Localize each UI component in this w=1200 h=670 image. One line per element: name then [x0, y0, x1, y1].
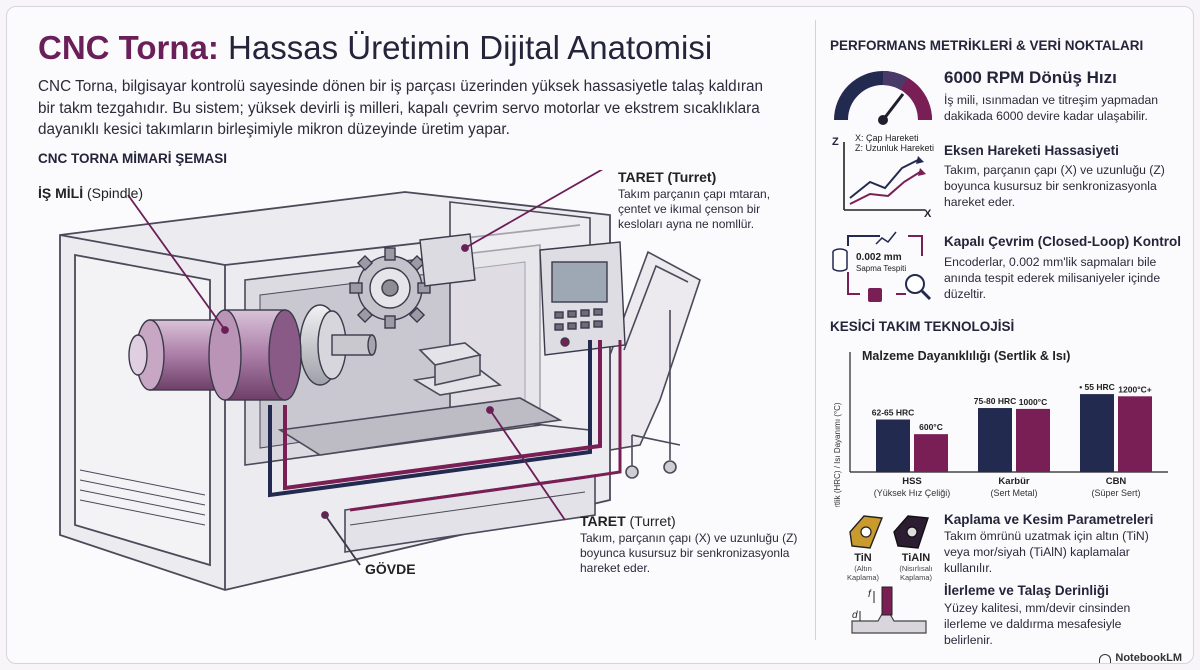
axis-legend-z: Z: Uzunluk Hareketi	[855, 143, 935, 153]
tin-label: TiN (Altın Kaplama)	[838, 552, 888, 582]
turret-top-title: TARET (Turret)	[618, 169, 717, 185]
axis-z-label: Z	[832, 136, 839, 148]
feed-d-label: d	[852, 610, 858, 621]
turret-bottom-text: Takım, parçanın çapı (X) ve uzunluğu (Z)…	[580, 531, 798, 575]
callout-body: GÖVDE	[365, 562, 416, 579]
notebooklm-icon	[1099, 653, 1112, 663]
bar-hss-heat	[914, 434, 948, 472]
chip-conveyor	[609, 250, 701, 479]
chart-ylabel: Sertlik (HRC) / Isı Dayanımı (°C)	[833, 402, 842, 507]
feed-title: İlerleme ve Talaş Derinliği	[944, 583, 1109, 598]
bar-label-karbür-0: 75-80 HRC	[974, 396, 1017, 406]
panel-divider	[815, 20, 816, 640]
gauge-icon	[834, 71, 932, 125]
tialn-sub: (Nisırlısalı Kaplama)	[899, 564, 933, 582]
cutting-tools-section-title: KESİCİ TAKIM TEKNOLOJİSİ	[830, 319, 1015, 334]
closed-loop-badge-value: 0.002 mm	[856, 252, 902, 263]
closed-loop-icon	[832, 231, 932, 302]
feed-text: Yüzey kalitesi, mm/devir cinsinden ilerl…	[944, 601, 1131, 647]
category-sublabel-cbn: (Süper Sert)	[1091, 488, 1140, 498]
bar-label-karbür-1: 1000°C	[1019, 397, 1047, 407]
axis-title: Eksen Hareketi Hassasiyeti	[944, 143, 1119, 158]
tialn-label-text: TiAlN	[901, 552, 931, 564]
cable-lines	[268, 340, 622, 512]
rpm-text: İş mili, ısınmadan ve titreşim yapmadan …	[944, 93, 1159, 123]
coating-inserts-icon	[849, 515, 929, 549]
category-sublabel-karbür: (Sert Metal)	[990, 488, 1037, 498]
control-panel	[539, 241, 626, 356]
bar-hss-hardness	[876, 419, 910, 472]
turret-bottom-title: TARET	[580, 513, 626, 529]
chart-title: Malzeme Dayanıklılığı (Sertlik & Isı)	[862, 349, 1070, 363]
cnc-lathe-diagram	[59, 170, 701, 591]
page-title: CNC Torna: Hassas Üretimin Dijital Anato…	[38, 28, 712, 68]
brand-badge: NotebookLM	[1099, 652, 1182, 664]
rpm-title: 6000 RPM Dönüş Hızı	[944, 68, 1117, 87]
coating-text: Takım ömrünü uzatmak için altın (TiN) ve…	[944, 529, 1149, 575]
category-sublabel-hss: (Yüksek Hız Çeliği)	[874, 488, 951, 498]
spindle	[128, 309, 302, 401]
axis-chart-icon	[843, 142, 926, 211]
closed-loop-badge-label: Sapma Tespiti	[856, 264, 907, 273]
title-rest: Hassas Üretimin Dijital Anatomisi	[228, 29, 713, 66]
bar-label-hss-1: 600°C	[919, 422, 943, 432]
tin-sub: (Altın Kaplama)	[846, 564, 880, 582]
category-label-hss: HSS	[902, 476, 922, 487]
category-label-cbn: CBN	[1106, 476, 1127, 487]
spindle-subtitle: (Spindle)	[83, 185, 144, 201]
bar-label-cbn-0: • 55 HRC	[1079, 382, 1115, 392]
diagram-section-title: CNC TORNA MİMARİ ŞEMASI	[38, 151, 227, 166]
turret-bottom-subtitle: (Turret)	[625, 513, 676, 529]
axis-x-label: X	[924, 208, 932, 220]
axis-text: Takım, parçanın çapı (X) ve uzunluğu (Z)…	[944, 163, 1165, 209]
bar-cbn-heat	[1118, 396, 1152, 472]
intro-paragraph: CNC Torna, bilgisayar kontrolü sayesinde…	[38, 78, 763, 138]
leader-lines	[127, 170, 604, 566]
brand-name: NotebookLM	[1115, 652, 1182, 664]
bar-label-hss-0: 62-65 HRC	[872, 408, 915, 418]
tialn-label: TiAlN (Nisırlısalı Kaplama)	[886, 552, 946, 582]
bar-cbn-hardness	[1080, 394, 1114, 472]
closed-loop-text: Encoderlar, 0.002 mm'lik sapmaları bile …	[944, 255, 1161, 301]
spindle-title: İŞ MİLİ	[38, 185, 84, 201]
title-accent: CNC Torna:	[38, 29, 219, 66]
bar-karbür-heat	[1016, 408, 1050, 472]
coating-title: Kaplama ve Kesim Parametreleri	[944, 512, 1154, 527]
material-bar-chart: Malzeme Dayanıklılığı (Sertlik & Isı) Se…	[833, 349, 1168, 507]
closed-loop-title: Kapalı Çevrim (Closed-Loop) Kontrol	[944, 234, 1182, 249]
performance-section-title: PERFORMANS METRİKLERİ & VERİ NOKTALARI	[830, 38, 1144, 53]
chuck	[299, 304, 377, 386]
axis-legend: X: Çap Hareketi Z: Uzunluk Hareketi	[855, 133, 934, 153]
callout-turret-bottom: TARET (Turret) Takım, parçanın çapı (X) …	[580, 514, 805, 576]
body-title: GÖVDE	[365, 561, 416, 577]
turret	[349, 233, 476, 329]
bar-label-cbn-1: 1200°C+	[1118, 384, 1151, 394]
bar-karbür-hardness	[978, 408, 1012, 472]
category-label-karbür: Karbür	[998, 476, 1029, 487]
callout-turret-top: TARET (Turret) Takım parçanın çapı mtara…	[618, 170, 788, 232]
tin-label-text: TiN	[854, 552, 872, 564]
turret-top-text: Takım parçanın çapı mtaran, çentet ve ik…	[618, 187, 771, 231]
callout-spindle: İŞ MİLİ (Spindle)	[38, 186, 143, 203]
feed-f-label: f	[868, 589, 871, 600]
axis-legend-x: X: Çap Hareketi	[855, 133, 919, 143]
feed-depth-icon	[851, 586, 927, 634]
